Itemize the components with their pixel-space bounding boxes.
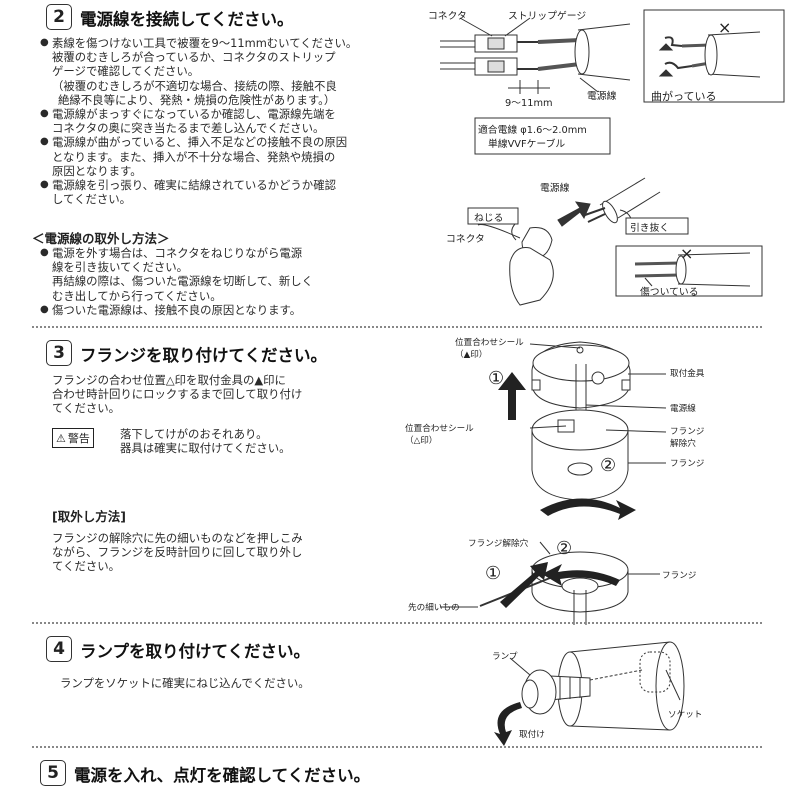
up-arrow-icon xyxy=(498,372,526,420)
warning-triangle-icon: ⚠ xyxy=(56,431,66,445)
step-4-number: 4 xyxy=(46,636,72,662)
label-spec-1: 適合電線 φ1.6〜2.0mm xyxy=(478,125,587,136)
label-twist: ねじる xyxy=(474,213,504,224)
step-4-title: ランプを取り付けてください。 xyxy=(80,642,311,661)
list-item: 電源線が曲がっていると、挿入不足などの接触不良の原因 xyxy=(40,135,357,149)
label-power-wire-2: 電源線 xyxy=(540,183,570,194)
list-item: 電源線を引っ張り、確実に結線されているかどうか確認 xyxy=(40,178,357,192)
label-strip-gauge: ストリップゲージ xyxy=(508,11,587,22)
label-power-wire: 電源線 xyxy=(587,91,617,102)
label-power-wire-3: 電源線 xyxy=(670,404,696,414)
step-3-number: 3 xyxy=(46,340,72,366)
warning-badge: ⚠ 警告 xyxy=(52,428,94,448)
list-item: 電源を外す場合は、コネクタをねじりながら電源 xyxy=(40,246,313,260)
label-seal-top: 位置合わせシール xyxy=(455,338,524,348)
connector-illustration xyxy=(440,17,631,94)
flange-diagram xyxy=(440,341,667,625)
label-seal-mid-mark: （△印） xyxy=(405,436,438,446)
lamp-diagram xyxy=(494,641,685,746)
section-divider xyxy=(32,622,762,624)
label-flange: フランジ xyxy=(670,459,705,469)
label-connector: コネクタ xyxy=(428,11,467,22)
step-3-title: フランジを取り付けてください。 xyxy=(80,346,328,365)
list-item: 傷ついた電源線は、接触不良の原因となります。 xyxy=(40,303,313,317)
flange-removal-instructions: フランジの解除穴に先の細いものなどを押しこみ ながら、フランジを反時計回りに回し… xyxy=(52,531,303,574)
label-release-hole: フランジ xyxy=(670,427,705,437)
x-mark-icon: × xyxy=(718,18,732,37)
label-damaged: 傷ついている xyxy=(640,287,699,298)
label-install: 取付け xyxy=(519,730,545,740)
list-item: 電源線がまっすぐになっているか確認し、電源線先端を xyxy=(40,107,357,121)
label-seal-mid: 位置合わせシール xyxy=(405,424,474,434)
label-flange-2: フランジ xyxy=(662,571,697,581)
push-arrow-icon xyxy=(500,562,548,608)
label-lamp: ランプ xyxy=(492,652,518,662)
step-circle-2-icon: ② xyxy=(556,538,573,559)
label-release-hole-3: フランジ解除穴 xyxy=(468,539,529,549)
step-circle-2-icon: ② xyxy=(600,455,617,476)
rotate-cw-arrow-icon xyxy=(540,498,636,520)
rotate-ccw-arrow-icon xyxy=(542,564,620,586)
section-divider xyxy=(32,326,762,328)
step-circle-1-icon: ① xyxy=(485,563,502,584)
step-2-number: 2 xyxy=(46,4,72,30)
warning-text: 落下してけがのおそれあり。 器具は確実に取付けてください。 xyxy=(120,427,291,456)
step-4-instructions: ランプをソケットに確実にねじ込んでください。 xyxy=(60,676,310,690)
label-pull-out: 引き抜く xyxy=(630,223,670,234)
step-circle-1-icon: ① xyxy=(488,368,505,389)
section-divider xyxy=(32,746,762,748)
label-dimension: 9〜11mm xyxy=(505,98,553,109)
pull-wire-illustration xyxy=(467,177,763,306)
step-5-title: 電源を入れ、点灯を確認してください。 xyxy=(74,766,371,785)
connector-diagram xyxy=(440,9,785,306)
rotate-arrow-icon xyxy=(494,702,522,746)
label-connector-2: コネクタ xyxy=(446,234,485,245)
label-release-hole-2: 解除穴 xyxy=(670,439,696,449)
wire-removal-title: ＜電源線の取外し方法＞ xyxy=(32,231,170,246)
wire-removal-instructions: 電源を外す場合は、コネクタをねじりながら電源 線を引き抜いてください。 再結線の… xyxy=(40,246,313,317)
step-3-instructions: フランジの合わせ位置△印を取付金具の▲印に 合わせ時計回りにロックするまで回して… xyxy=(52,373,303,416)
flange-removal-title: [取外し方法] xyxy=(52,509,126,524)
label-thin-tool: 先の細いもの xyxy=(408,603,460,613)
bent-wire-illustration xyxy=(643,9,785,103)
wire-spec-box xyxy=(474,117,611,155)
label-socket: ソケット xyxy=(668,710,703,720)
x-mark-icon: × xyxy=(680,244,694,263)
step-2-title: 電源線を接続してください。 xyxy=(80,10,294,29)
label-seal-top-mark: （▲印） xyxy=(455,350,488,360)
label-bracket: 取付金具 xyxy=(670,369,705,379)
label-spec-2: 単線VVFケーブル xyxy=(488,139,566,150)
step-2-instructions: 素線を傷つけない工具で被覆を9〜11mmむいてください。 被覆のむきしろが合って… xyxy=(40,36,357,206)
step-5-number: 5 xyxy=(40,760,66,786)
list-item: 素線を傷つけない工具で被覆を9〜11mmむいてください。 xyxy=(40,36,357,50)
label-bent: 曲がっている xyxy=(651,90,717,103)
